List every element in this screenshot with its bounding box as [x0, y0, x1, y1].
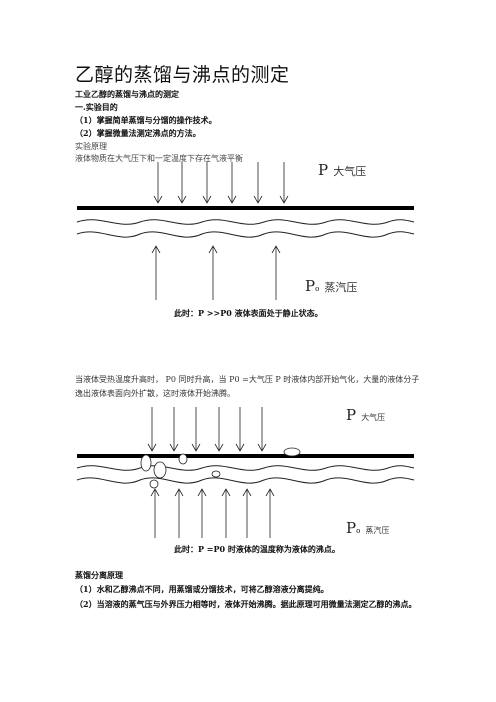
aim-item-2: （2）掌握微量法测定沸点的方法。 — [75, 128, 201, 138]
principle-heading: 实验原理 — [75, 142, 107, 151]
distillation-heading: 蒸馏分离原理 — [75, 570, 123, 580]
page-title: 乙醇的蒸馏与沸点的测定 — [75, 64, 290, 86]
figure-1-caption: 此时：P >>P0 液体表面处于静止状态。 — [174, 308, 323, 318]
wave-2b — [76, 477, 415, 484]
vapor-pressure-label-2: Po 蒸汽压 — [346, 519, 390, 537]
vapor-pressure-label-1: Po 蒸汽压 — [305, 277, 358, 295]
atmospheric-pressure-label-2: P 大气压 — [346, 406, 386, 424]
page-subtitle: 工业乙醇的蒸馏与沸点的测定 — [75, 89, 179, 99]
wave-1b — [76, 231, 415, 238]
vapor-pressure-arrows-1 — [151, 245, 281, 300]
distillation-item-2: （2）当溶液的蒸气压与外界压力相等时，液体开始沸腾。据此原理可用微量法测定乙醇的… — [75, 599, 417, 609]
principle-line: 液体物质在大气压下和一定温度下存在气液平衡 — [75, 154, 243, 163]
atmospheric-pressure-label-1: P 大气压 — [318, 161, 367, 179]
wave-1a — [76, 219, 415, 225]
atmospheric-pressure-arrows-2 — [147, 407, 267, 452]
vapor-pressure-arrows-2 — [150, 488, 275, 538]
figure-1 — [76, 162, 415, 300]
boiling-paragraph: 当液体受热温度升高时， P0 同时升高，当 P0 =大气压 P 时液体内部开始气… — [75, 375, 420, 398]
wave-2a — [76, 465, 415, 471]
section-heading-aims: 一.实验目的 — [75, 102, 118, 112]
figure-2-caption: 此时：P =P0 时液体的温度称为液体的沸点。 — [174, 544, 340, 554]
aim-item-1: （1）掌握简单蒸馏与分馏的操作技术。 — [75, 115, 217, 125]
atmospheric-pressure-arrows-1 — [153, 162, 289, 204]
figure-2 — [76, 407, 415, 538]
distillation-item-1: （1）水和乙醇沸点不同，用蒸馏或分馏技术，可将乙醇溶液分离提纯。 — [75, 584, 329, 594]
vapor-bubbles — [140, 447, 301, 489]
